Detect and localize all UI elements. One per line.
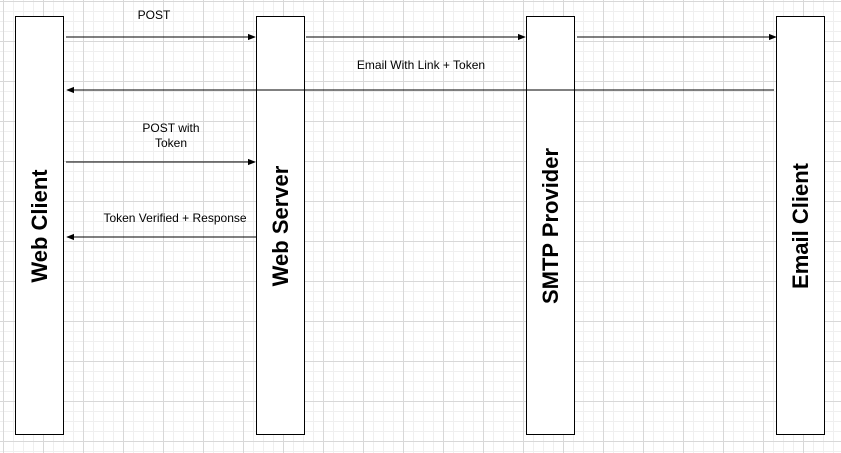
lifeline-email-client: Email Client: [776, 16, 825, 435]
lifeline-web-server: Web Server: [256, 16, 305, 435]
lifeline-label-smtp-provider: SMTP Provider: [537, 147, 563, 304]
message-label-post: POST: [122, 8, 186, 23]
message-label-line: Token: [154, 136, 188, 150]
message-label-line: Token Verified + Response: [103, 211, 247, 225]
message-label-post-with-token: POST with Token: [131, 121, 211, 151]
lifeline-label-web-client: Web Client: [26, 168, 52, 283]
message-label-line: POST with: [142, 121, 200, 135]
lifeline-smtp-provider: SMTP Provider: [526, 16, 575, 435]
lifeline-web-client: Web Client: [15, 16, 64, 435]
message-label-line: POST: [137, 8, 171, 22]
message-label-token-verified: Token Verified + Response: [70, 211, 280, 226]
message-label-line: Email With Link + Token: [356, 58, 486, 72]
message-label-email-link: Email With Link + Token: [331, 58, 511, 73]
lifeline-label-email-client: Email Client: [787, 162, 813, 289]
